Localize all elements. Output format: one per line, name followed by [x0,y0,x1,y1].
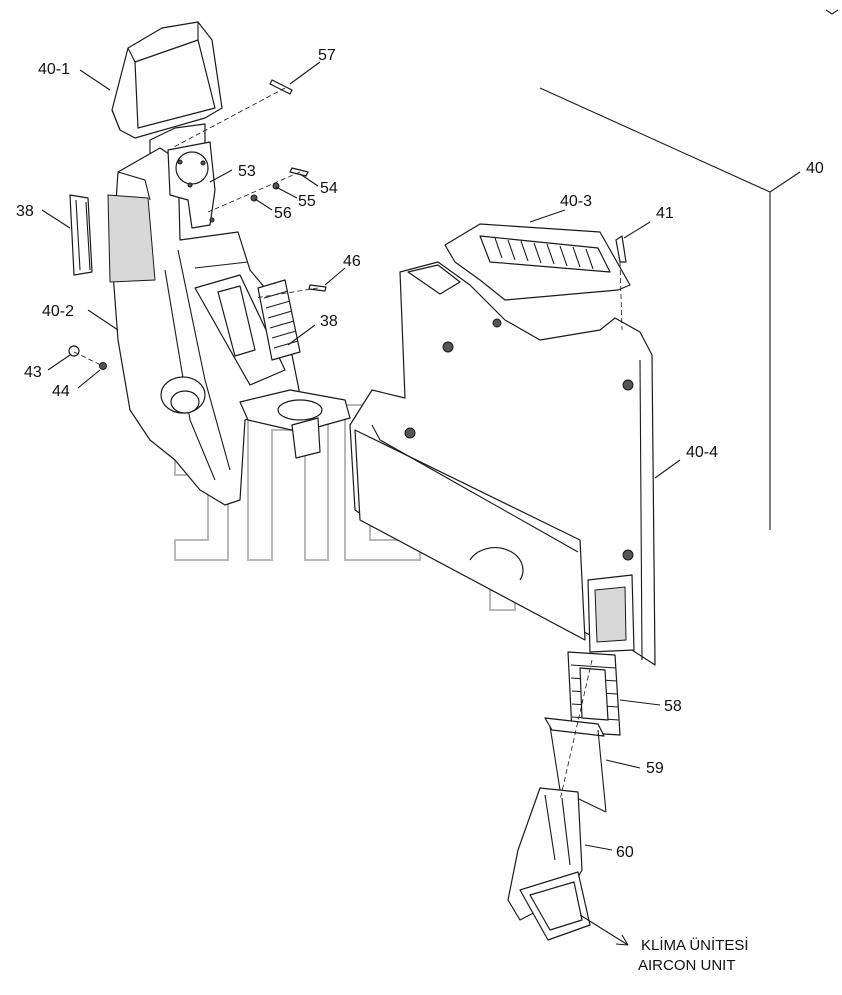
callout-41: 41 [656,205,674,222]
part-40-1-upper-vent [111,21,223,166]
destination-line-1: KLİMA ÜNİTESİ [641,936,749,954]
callout-labels: 40-1 57 40 53 54 55 56 38 40-3 41 46 40-… [16,47,824,861]
part-60-elbow-duct [507,787,591,941]
part-58-bellows [567,651,621,736]
callout-40-2: 40-2 [42,303,74,320]
callout-46: 46 [343,253,361,270]
assembly-dash-lines [73,87,623,801]
part-40-4-right-panel [349,261,656,666]
callout-55: 55 [298,193,316,210]
callout-38-grille: 38 [320,313,338,330]
callout-54: 54 [320,180,338,197]
callout-43: 43 [24,364,42,381]
corner-mark [825,9,839,15]
callout-40-1: 40-1 [38,61,70,78]
callout-60: 60 [616,844,634,861]
callout-44: 44 [52,383,70,400]
callout-40-3: 40-3 [560,193,592,210]
callout-59: 59 [646,760,664,777]
callout-38-left: 38 [16,203,34,220]
callout-53: 53 [238,163,256,180]
callout-56: 56 [274,205,292,222]
part-40-3-top-cover [444,223,631,301]
destination-note: KLİMA ÜNİTESİ AIRCON UNIT [638,936,749,974]
leader-lines [41,61,801,946]
callout-58: 58 [664,698,682,715]
callout-40: 40 [806,160,824,177]
callout-40-4: 40-4 [686,444,718,461]
callout-57: 57 [318,47,336,64]
part-38-left-clip [69,194,93,276]
part-40-2-left-column [107,141,351,506]
destination-line-2: AIRCON UNIT [638,957,736,974]
